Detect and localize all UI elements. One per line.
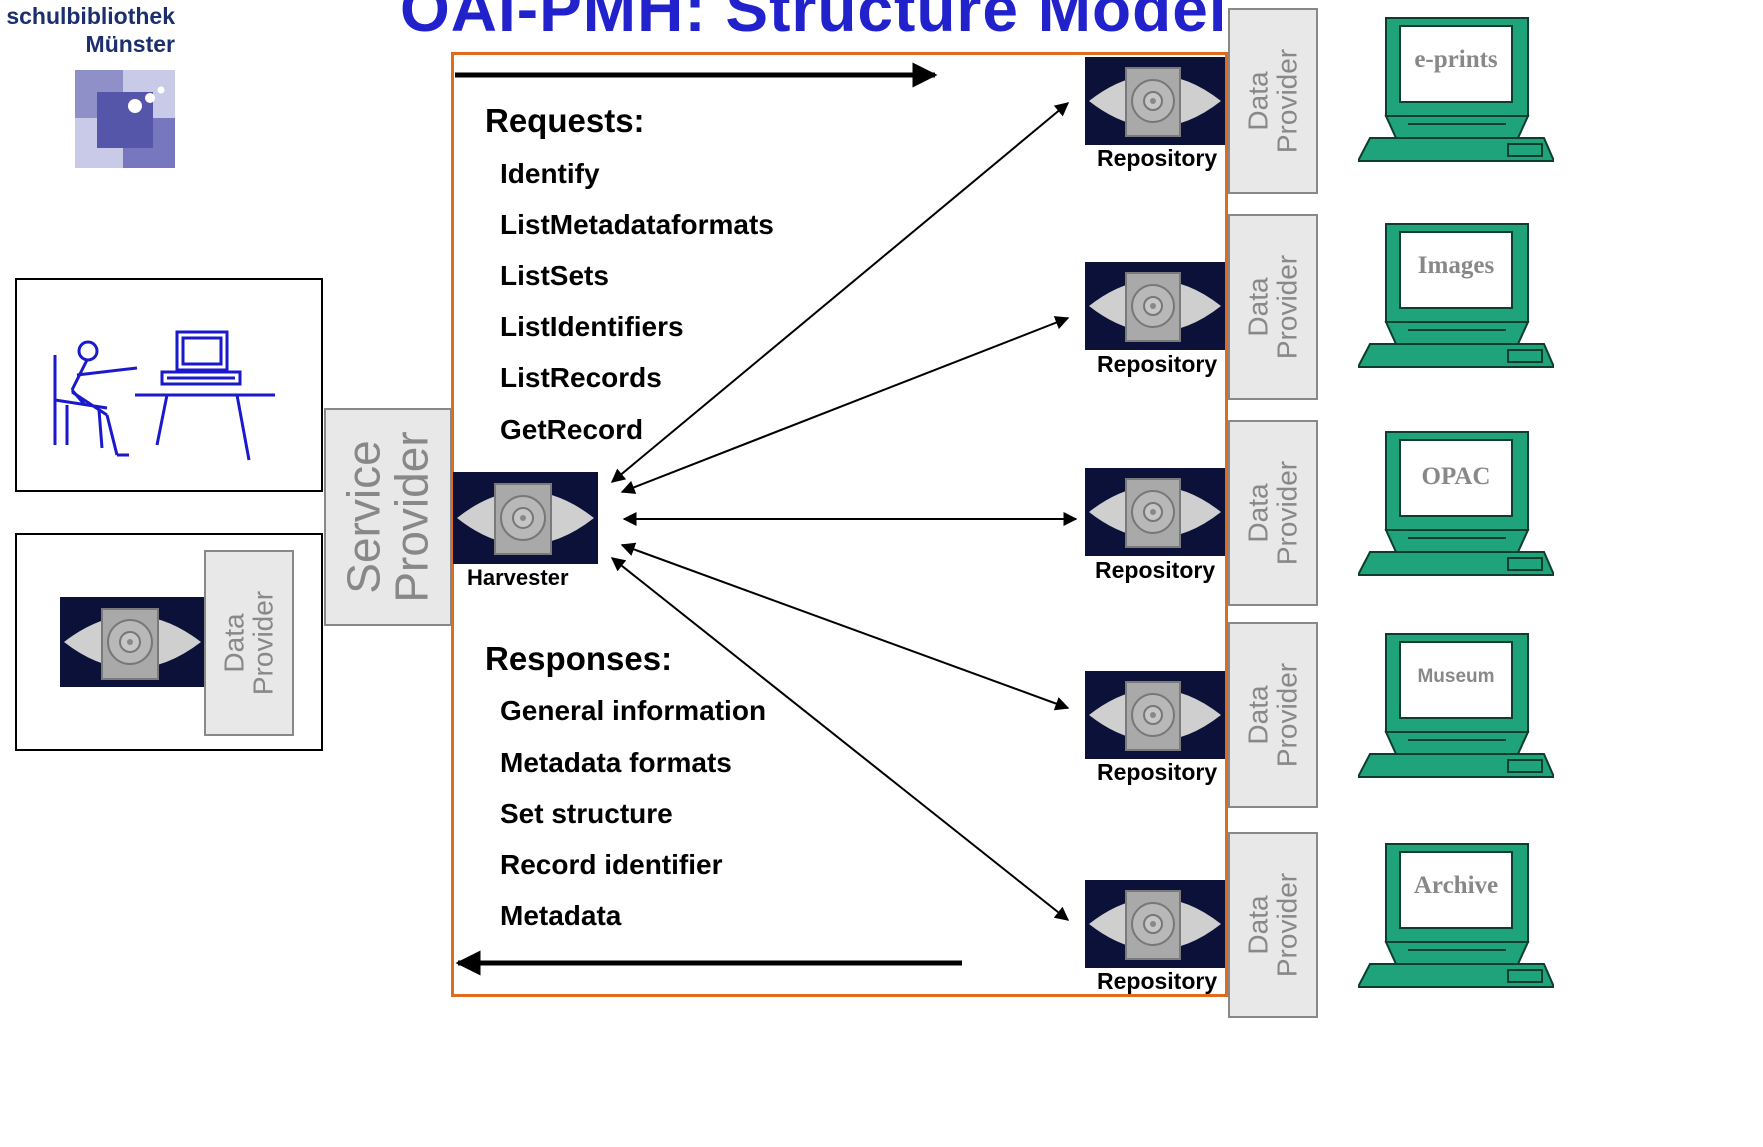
- request-item: ListIdentifiers: [500, 311, 684, 342]
- request-item: ListRecords: [500, 362, 662, 393]
- terminal-computer-icon: OPAC: [1356, 430, 1556, 578]
- user-at-computer-icon: [53, 330, 275, 461]
- repository-eye-icon: [1085, 671, 1225, 759]
- logo-line-1: schulbibliothek: [6, 3, 175, 29]
- response-item: General information: [500, 695, 767, 726]
- logo-line-2: Münster: [85, 31, 175, 57]
- protocol-frame: [451, 52, 1228, 997]
- requests-heading: Requests:: [485, 102, 645, 139]
- user-workstation-panel: [15, 278, 323, 492]
- local-data-provider-panel: [15, 533, 323, 751]
- link-repository-1: [610, 102, 1070, 483]
- data-provider-line-1: Data: [1242, 71, 1274, 131]
- repository-label: Repository: [1097, 968, 1218, 994]
- repository-eye-icon: [1085, 57, 1225, 145]
- data-provider-line-2: Provider: [1272, 48, 1303, 154]
- request-item: GetRecord: [500, 414, 644, 445]
- terminal-computer-icon: Archive: [1356, 842, 1556, 990]
- data-provider-line-2: Provider: [1272, 662, 1303, 768]
- request-item: ListMetadataformats: [500, 209, 774, 240]
- terminal-label: Images: [1417, 252, 1495, 279]
- response-item: Metadata: [500, 900, 622, 931]
- terminal-label: Museum: [1417, 666, 1495, 687]
- local-repository-eye-icon: [60, 597, 205, 687]
- data-provider-line-1: Data: [1242, 895, 1274, 955]
- repository-eye-icon: [1085, 468, 1225, 556]
- repository-label: Repository: [1095, 557, 1216, 583]
- response-item: Metadata formats: [500, 747, 732, 778]
- request-item: ListSets: [500, 260, 609, 291]
- terminal-computer-icon: e-prints: [1356, 16, 1556, 164]
- terminal-label: e-prints: [1414, 46, 1498, 73]
- link-repository-2: [620, 316, 1070, 494]
- terminal-computer-icon: Images: [1356, 222, 1556, 370]
- response-item: Record identifier: [500, 849, 723, 880]
- logo-icon: [75, 70, 175, 168]
- data-provider-line-1: Data: [1242, 277, 1274, 337]
- repository-eye-icon: [1085, 262, 1225, 350]
- page-title: OAI-PMH: Structure Model: [400, 0, 1228, 45]
- harvester-label: Harvester: [467, 565, 569, 590]
- response-item: Set structure: [500, 798, 673, 829]
- repository-label: Repository: [1097, 351, 1218, 377]
- local-data-provider-box: Data Provider: [204, 550, 294, 736]
- link-repository-5: [610, 557, 1070, 921]
- data-provider-line-1: Data: [1242, 483, 1274, 543]
- terminal-computer-icon: Museum: [1356, 632, 1556, 780]
- terminal-label: OPAC: [1421, 463, 1491, 490]
- repository-label: Repository: [1097, 759, 1218, 785]
- link-repository-4: [620, 542, 1070, 711]
- logo-text: schulbibliothek Münster: [0, 2, 175, 58]
- request-item: Identify: [500, 158, 600, 189]
- repository-label: Repository: [1097, 145, 1218, 171]
- terminal-label: Archive: [1413, 872, 1499, 899]
- data-provider-line-2: Provider: [1272, 872, 1303, 978]
- data-provider-line-2: Provider: [1272, 460, 1303, 566]
- repository-eye-icon: [1085, 880, 1225, 968]
- data-provider-line-2: Provider: [1272, 254, 1303, 360]
- data-provider-line-1: Data: [1242, 685, 1274, 745]
- harvester-eye-icon: [453, 472, 598, 564]
- responses-heading: Responses:: [485, 640, 673, 677]
